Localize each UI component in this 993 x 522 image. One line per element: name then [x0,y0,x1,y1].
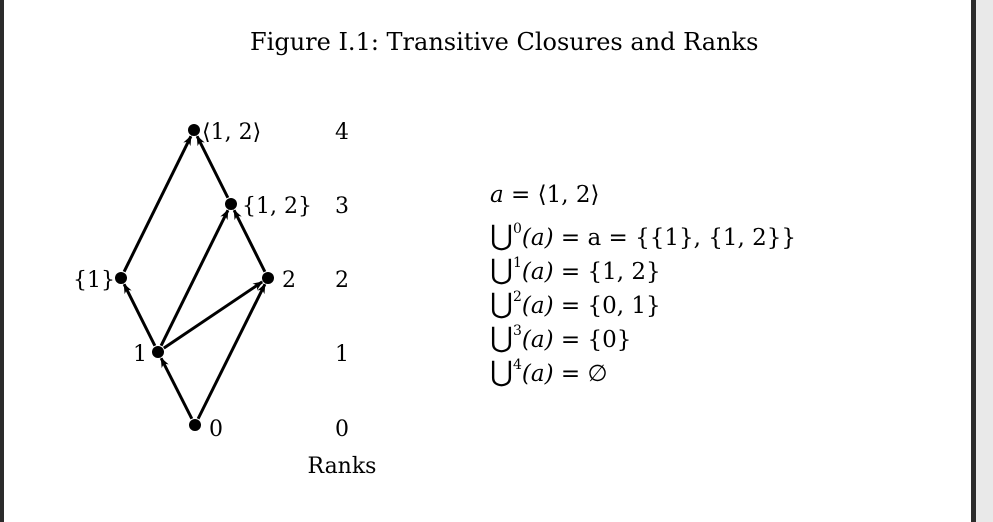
node-label-2: 2 [282,268,296,293]
edge-arrow-1-to-2 [162,280,264,350]
union-superscript: 4 [512,357,522,373]
union-argument: (a) [521,361,554,387]
big-union-symbol: ⋃ [490,355,513,388]
union-argument: (a) [521,327,554,353]
edge-arrow-0-to-1 [159,357,194,420]
node-label-1: 1 [133,342,147,367]
edges-layer [122,135,267,420]
equation-line: ⋃1(a) = {1, 2} [490,246,796,286]
equation-rhs: = {0, 1} [560,293,661,319]
page-border-left [0,0,4,522]
big-union-symbol: ⋃ [490,253,513,286]
equation-rhs: = {0} [560,327,632,353]
rank-value: 3 [335,194,349,219]
edge-arrow-s1-to-pair [122,135,193,273]
big-union-symbol: ⋃ [490,219,513,252]
equation-rhs: = a = {{1}, {1, 2}} [560,225,797,251]
node-labels-layer: 0 1 2 {1} {1, 2} ⟨1, 2⟩ [73,120,312,442]
node-label-s12: {1, 2} [242,194,312,219]
equations-block: a = ⟨1, 2⟩ ⋃0(a) = a = {{1}, {1, 2}} ⋃1(… [490,178,796,388]
union-superscript: 1 [512,255,522,271]
ranks-column: 4 3 2 1 0 Ranks [308,120,377,479]
node-label-0: 0 [209,417,223,442]
edge-arrow-s12-to-pair [195,135,230,199]
node-dot-pair [188,124,200,136]
edge-arrow-0-to-2 [196,283,267,420]
equation-lhs: a [490,182,504,208]
equation-line: ⋃4(a) = ∅ [490,348,796,388]
equation-line: ⋃0(a) = a = {{1}, {1, 2}} [490,212,796,252]
equation-line: ⋃2(a) = {0, 1} [490,280,796,320]
node-dot-s1 [115,272,127,284]
big-union-symbol: ⋃ [490,321,513,354]
nodes-layer [115,124,274,431]
edge-arrow-1-to-s12 [159,209,230,347]
big-union-symbol: ⋃ [490,287,513,320]
rank-value: 4 [335,120,349,145]
union-superscript: 2 [512,289,522,305]
page-border-right [971,0,976,522]
node-dot-0 [189,419,201,431]
union-superscript: 3 [512,323,522,339]
node-label-s1: {1} [73,268,115,293]
equation-line: a = ⟨1, 2⟩ [490,178,796,212]
figure-caption: Figure I.1: Transitive Closures and Rank… [250,28,759,56]
node-label-pair: ⟨1, 2⟩ [202,120,261,145]
node-dot-1 [152,346,164,358]
union-argument: (a) [521,225,554,251]
equation-line: ⋃3(a) = {0} [490,314,796,354]
edge-arrow-1-to-s1 [122,283,157,347]
union-argument: (a) [521,293,554,319]
edge-arrow-2-to-s12 [232,209,267,273]
equation-rhs: = {1, 2} [560,259,661,285]
node-dot-s12 [225,198,237,210]
rank-value: 0 [335,417,349,442]
union-superscript: 0 [512,221,522,237]
equation-rhs: = ⟨1, 2⟩ [511,182,600,208]
node-dot-2 [262,272,274,284]
rank-value: 2 [335,268,349,293]
ranks-title: Ranks [308,454,377,479]
window-scroll-gutter [976,0,993,522]
rank-value: 1 [335,342,349,367]
union-argument: (a) [521,259,554,285]
equation-rhs: = ∅ [560,361,608,387]
